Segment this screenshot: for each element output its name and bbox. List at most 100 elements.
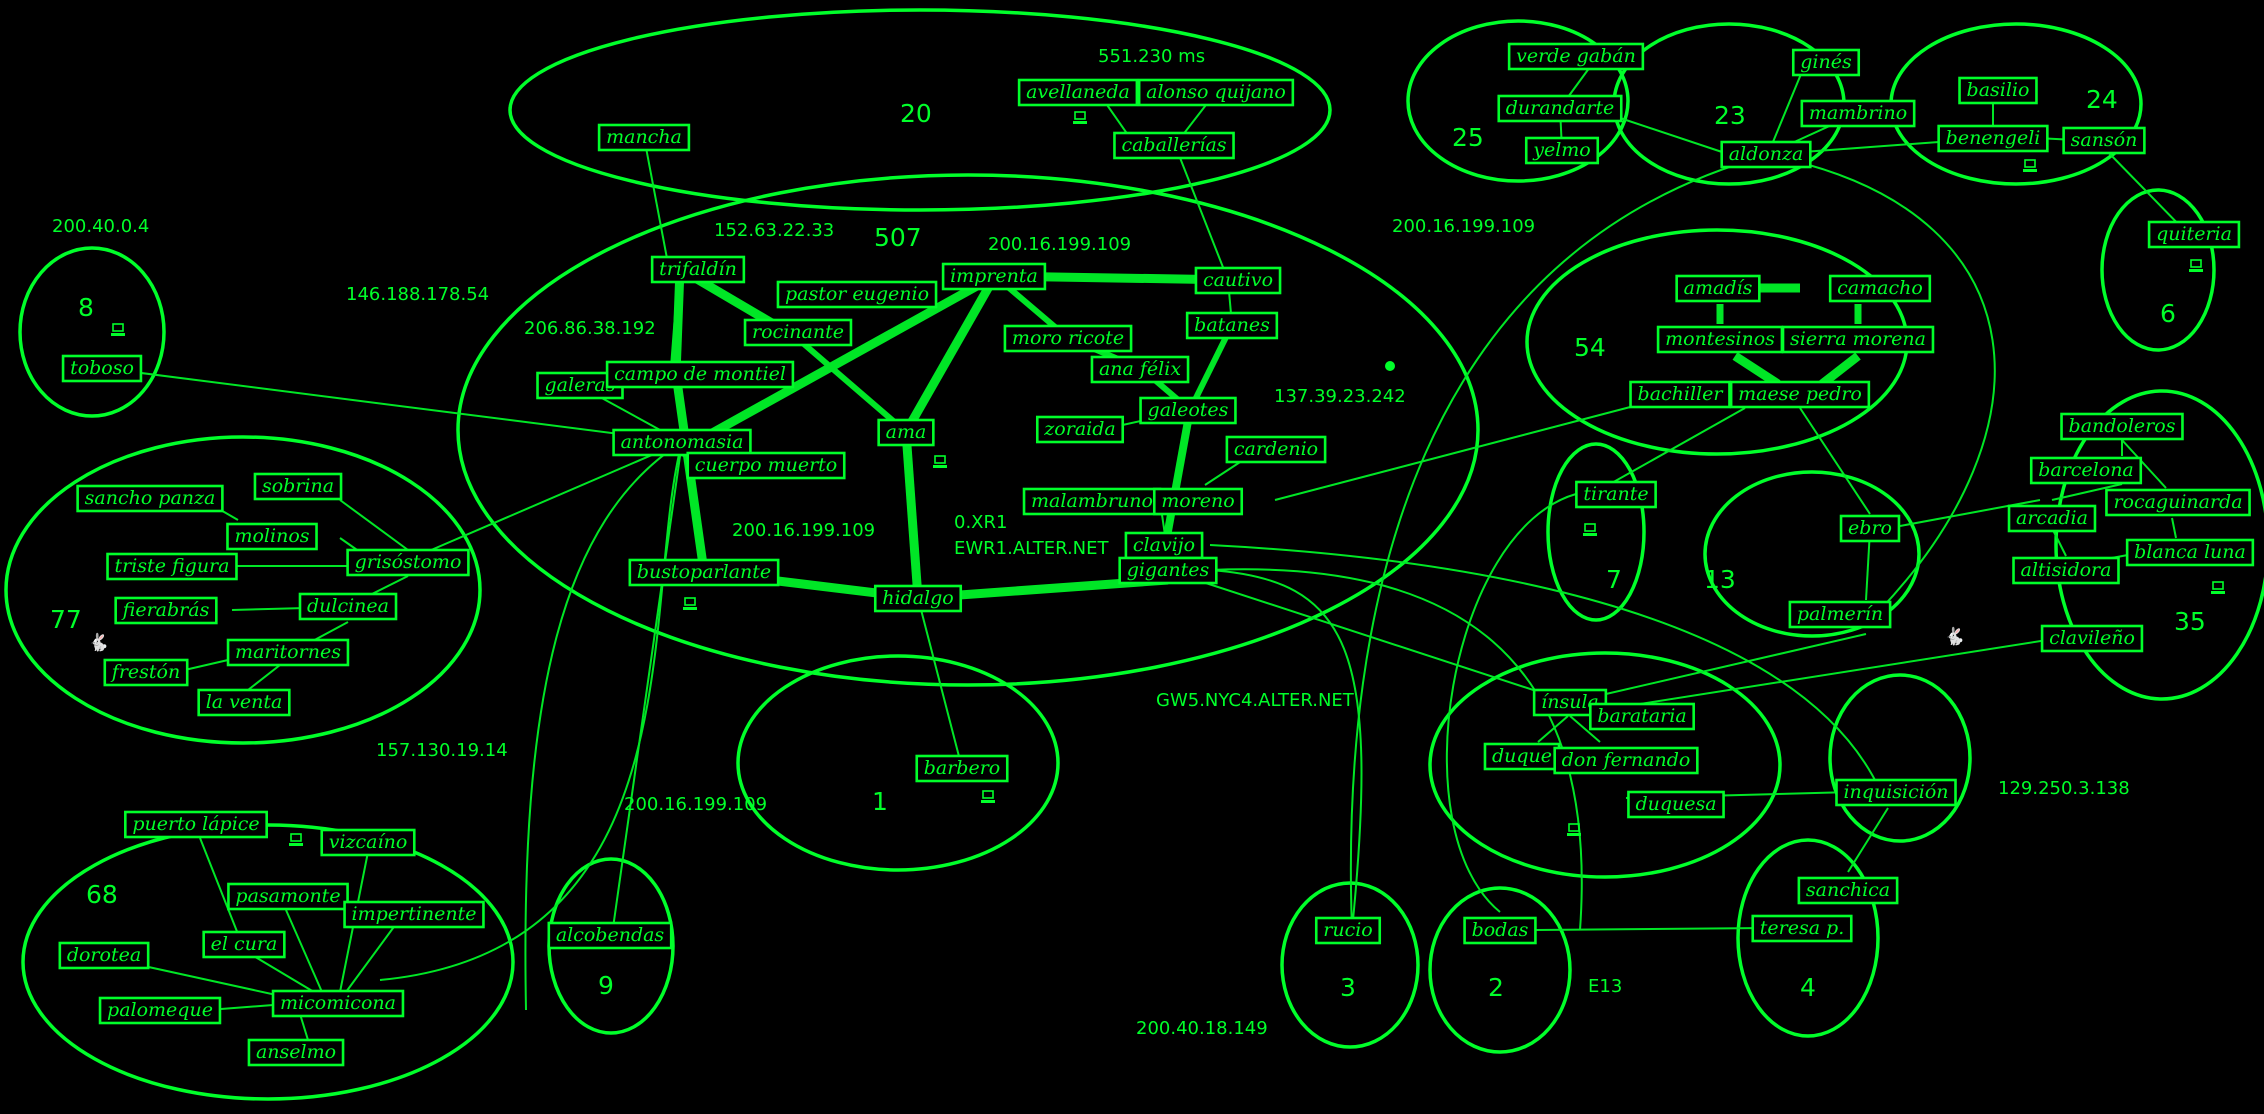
node-impertinente[interactable]: impertinente (343, 900, 485, 929)
node-malambruno[interactable]: malambruno (1022, 487, 1162, 516)
node-caballerias[interactable]: caballerías (1113, 131, 1235, 160)
node-mancha[interactable]: mancha (597, 123, 691, 152)
node-box (1113, 131, 1235, 160)
edge-thin (1274, 393, 1681, 501)
node-elcura[interactable]: el cura (202, 930, 286, 959)
node-moreno[interactable]: moreno (1152, 487, 1244, 516)
node-alcobendas[interactable]: alcobendas (547, 921, 673, 950)
annotation-code: E13 (1588, 976, 1622, 997)
node-gigantes[interactable]: gigantes (1118, 556, 1218, 585)
node-alonso[interactable]: alonso quijano (1137, 78, 1295, 107)
node-cardenio[interactable]: cardenio (1225, 435, 1327, 464)
node-duque[interactable]: duque (1483, 742, 1561, 771)
node-rucio[interactable]: rucio (1314, 916, 1382, 945)
node-label: moreno (1161, 490, 1234, 512)
node-benengeli[interactable]: benengeli (1937, 124, 2049, 153)
node-amadis[interactable]: amadís (1675, 274, 1761, 303)
node-mambrino[interactable]: mambrino (1800, 99, 1916, 128)
node-grisostomo[interactable]: grisóstomo (346, 548, 470, 577)
node-camacho[interactable]: camacho (1828, 274, 1932, 303)
node-dorotea[interactable]: dorotea (58, 941, 150, 970)
node-label: batanes (1194, 314, 1270, 336)
node-ebro[interactable]: ebro (1839, 514, 1901, 543)
node-clavijo[interactable]: clavijo (1124, 531, 1204, 560)
node-rocinante[interactable]: rocinante (743, 318, 853, 347)
node-puerto[interactable]: puerto lápice (124, 810, 268, 839)
node-vizcaino[interactable]: vizcaíno (320, 828, 416, 857)
node-moro[interactable]: moro ricote (1003, 324, 1133, 353)
node-micomicona[interactable]: micomicona (271, 989, 405, 1018)
node-label: clavijo (1133, 534, 1195, 556)
node-sanson[interactable]: sansón (2062, 126, 2146, 155)
node-anafelix[interactable]: ana félix (1090, 355, 1190, 384)
node-cuerpo[interactable]: cuerpo muerto (686, 451, 846, 480)
node-arcadia[interactable]: arcadia (2007, 504, 2097, 533)
node-toboso[interactable]: toboso (61, 354, 143, 383)
node-fierabras[interactable]: fierabrás (114, 596, 218, 625)
node-label: don fernando (1562, 749, 1691, 771)
node-pasamonte[interactable]: pasamonte (227, 882, 349, 911)
node-hidalgo[interactable]: hidalgo (873, 584, 963, 613)
node-laventa[interactable]: la venta (197, 688, 291, 717)
node-gines[interactable]: ginés (1791, 48, 1861, 77)
node-clavileno[interactable]: clavileño (2040, 624, 2144, 653)
node-dulcinea[interactable]: dulcinea (298, 592, 398, 621)
node-cautivo[interactable]: cautivo (1194, 266, 1282, 295)
node-label: inquisición (1843, 781, 1948, 803)
node-box (650, 255, 746, 284)
node-box (1781, 325, 1935, 354)
node-altisidora[interactable]: altisidora (2012, 556, 2120, 585)
node-triste[interactable]: triste figura (106, 552, 238, 581)
node-maritornes[interactable]: maritornes (226, 638, 350, 667)
edge-thick (1162, 409, 1194, 543)
node-pastor[interactable]: pastor eugenio (776, 280, 938, 309)
node-imprenta[interactable]: imprenta (941, 262, 1047, 291)
node-bodas[interactable]: bodas (1463, 916, 1537, 945)
node-tirante[interactable]: tirante (1575, 480, 1657, 509)
node-box (1137, 78, 1295, 107)
node-aldonza[interactable]: aldonza (1720, 140, 1812, 169)
node-box (1788, 600, 1892, 629)
node-sierra[interactable]: sierra morena (1781, 325, 1935, 354)
node-sanchica[interactable]: sanchica (1797, 876, 1899, 905)
node-campo[interactable]: campo de montiel (605, 360, 795, 389)
node-box (1022, 487, 1162, 516)
node-barcelona[interactable]: barcelona (2029, 456, 2143, 485)
node-ama[interactable]: ama (877, 418, 935, 447)
node-trifaldin[interactable]: trifaldín (650, 255, 746, 284)
node-zoraida[interactable]: zoraida (1035, 415, 1125, 444)
node-bustoparlante[interactable]: bustoparlante (628, 558, 780, 587)
node-avellaneda[interactable]: avellaneda (1017, 78, 1139, 107)
node-sancho[interactable]: sancho panza (76, 484, 224, 513)
node-sobrina[interactable]: sobrina (253, 472, 343, 501)
node-palmerin[interactable]: palmerín (1788, 600, 1892, 629)
node-duquesa[interactable]: duquesa (1627, 790, 1725, 819)
node-rocaguinarda[interactable]: rocaguinarda (2105, 488, 2251, 517)
node-yelmo[interactable]: yelmo (1524, 136, 1600, 165)
node-basilio[interactable]: basilio (1958, 76, 2038, 105)
node-galeotes[interactable]: galeotes (1139, 396, 1237, 425)
node-montesinos[interactable]: montesinos (1656, 325, 1784, 354)
node-bachiller[interactable]: bachiller (1629, 380, 1731, 409)
node-inquisicion[interactable]: inquisición (1835, 778, 1957, 807)
node-donfernando[interactable]: don fernando (1553, 746, 1699, 775)
edge-thin (2051, 527, 2067, 557)
node-antonomasia[interactable]: antonomasia (612, 428, 752, 457)
node-palomeque[interactable]: palomeque (98, 996, 222, 1025)
node-bandoleros[interactable]: bandoleros (2060, 412, 2184, 441)
node-batanes[interactable]: batanes (1185, 311, 1279, 340)
cluster-insula-group (1428, 651, 1782, 879)
node-barataria[interactable]: barataria (1589, 702, 1695, 731)
node-blanca[interactable]: blanca luna (2125, 538, 2255, 567)
annotation-ip: 200.16.199.109 (988, 234, 1131, 255)
node-verde[interactable]: verde gabán (1507, 42, 1645, 71)
node-quiteria[interactable]: quiteria (2147, 220, 2241, 249)
workstation-icon (2189, 259, 2203, 272)
node-barbero[interactable]: barbero (915, 754, 1009, 783)
node-freston[interactable]: frestón (103, 658, 189, 687)
node-molinos[interactable]: molinos (226, 522, 318, 551)
node-anselmo[interactable]: anselmo (247, 1038, 345, 1067)
node-teresa[interactable]: teresa p. (1751, 914, 1853, 943)
node-maese[interactable]: maese pedro (1729, 380, 1871, 409)
node-durandarte[interactable]: durandarte (1497, 94, 1623, 123)
